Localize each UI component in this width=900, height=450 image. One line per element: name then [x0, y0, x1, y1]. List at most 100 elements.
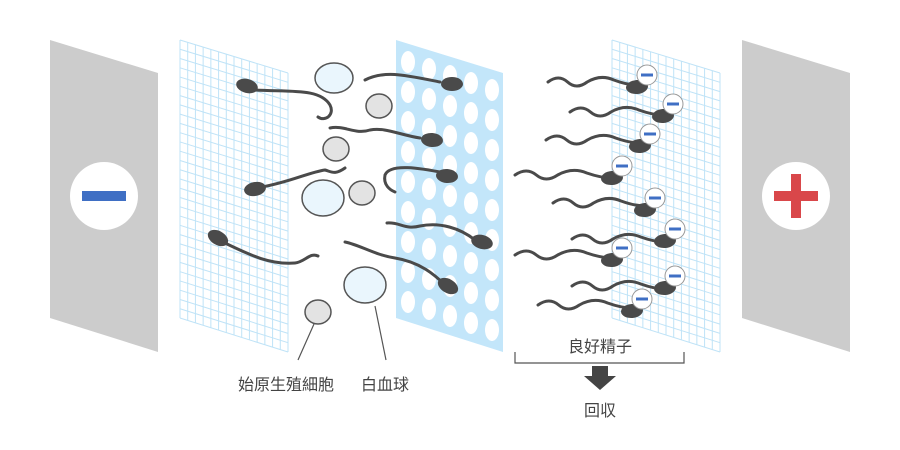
pore: [443, 125, 457, 147]
minus-icon: [649, 196, 661, 200]
pore: [485, 139, 499, 161]
sperm-head: [207, 229, 229, 247]
minus-icon: [616, 246, 628, 250]
minus-icon: [669, 227, 681, 231]
pore: [485, 319, 499, 341]
pore: [464, 192, 478, 214]
pore: [422, 58, 436, 80]
negative-electrode: [50, 40, 158, 352]
sperm-tail: [260, 166, 347, 189]
pore: [401, 111, 415, 133]
sperm: [551, 187, 666, 218]
plus-icon: [774, 174, 818, 218]
sperm-tail: [544, 133, 642, 146]
sperm-tail: [551, 196, 647, 209]
down-arrow-icon: [584, 366, 616, 390]
pore: [401, 171, 415, 193]
pore: [401, 201, 415, 223]
pore: [464, 282, 478, 304]
pore: [485, 79, 499, 101]
sperm-tail: [363, 72, 442, 84]
primordial-germ-cell: [348, 180, 376, 206]
sperm: [513, 155, 633, 186]
primordial-germ-cell: [322, 136, 350, 162]
sperm-head: [471, 234, 493, 250]
sperm: [343, 240, 459, 295]
pore: [422, 178, 436, 200]
sperm-head: [421, 132, 443, 148]
minus-icon: [669, 274, 681, 278]
pore: [443, 185, 457, 207]
pore: [422, 298, 436, 320]
sperm-tail: [568, 105, 665, 118]
sperm-tail: [385, 221, 477, 242]
sperm-head: [436, 168, 458, 184]
sperm-tail: [253, 88, 333, 121]
sperm-tail: [546, 75, 639, 88]
sperm: [513, 237, 633, 268]
label-good-sperm: 良好精子: [567, 337, 633, 356]
minus-icon: [616, 164, 628, 168]
sperm: [328, 125, 443, 148]
sperm-tail: [570, 232, 667, 245]
sperm-head: [244, 181, 266, 197]
pore: [443, 95, 457, 117]
sperm-tail: [536, 298, 634, 311]
label-white-blood-cell: 白血球: [360, 375, 410, 394]
label-collect: 回収: [583, 401, 617, 420]
label-primordial-germ-cell: 始原生殖細胞: [237, 375, 335, 394]
mesh-filter-left: [179, 39, 289, 353]
sperm: [383, 166, 458, 194]
pore: [485, 169, 499, 191]
sperm: [236, 78, 333, 121]
pore: [443, 245, 457, 267]
pore: [464, 312, 478, 334]
pore: [464, 72, 478, 94]
pore: [485, 259, 499, 281]
pore: [401, 231, 415, 253]
minus-icon: [636, 297, 648, 301]
sperm-group: [207, 64, 686, 319]
white-blood-cell: [314, 62, 354, 94]
sperm-tail: [570, 279, 667, 292]
sperm-head: [236, 78, 258, 94]
pore: [401, 141, 415, 163]
primordial-germ-cell: [304, 299, 332, 325]
sperm: [544, 123, 661, 154]
pore: [485, 109, 499, 131]
pore: [464, 132, 478, 154]
pore: [401, 261, 415, 283]
positive-electrode: [742, 40, 850, 352]
sperm: [385, 221, 493, 250]
leader-lines: [297, 305, 387, 361]
minus-icon: [644, 132, 656, 136]
sperm: [207, 229, 320, 265]
minus-icon: [82, 191, 126, 201]
sperm-head: [441, 77, 463, 91]
sperm-head: [437, 277, 459, 295]
sperm: [536, 288, 653, 319]
good-sperm-bracket: [514, 352, 685, 364]
sperm: [363, 72, 463, 91]
white-blood-cell: [301, 179, 345, 217]
sperm-tail: [343, 240, 447, 287]
sperm: [568, 93, 684, 124]
cells: [301, 62, 393, 325]
pore: [422, 238, 436, 260]
sperm-tail: [223, 241, 320, 265]
sperm-tail: [513, 168, 614, 181]
sperm: [570, 218, 686, 249]
pore: [464, 102, 478, 124]
pore: [401, 51, 415, 73]
pore: [422, 148, 436, 170]
pore: [401, 81, 415, 103]
minus-icon: [667, 102, 679, 106]
sperm: [244, 166, 347, 197]
pore: [464, 252, 478, 274]
pore: [485, 199, 499, 221]
pore: [485, 289, 499, 311]
pore: [443, 305, 457, 327]
pore: [464, 162, 478, 184]
